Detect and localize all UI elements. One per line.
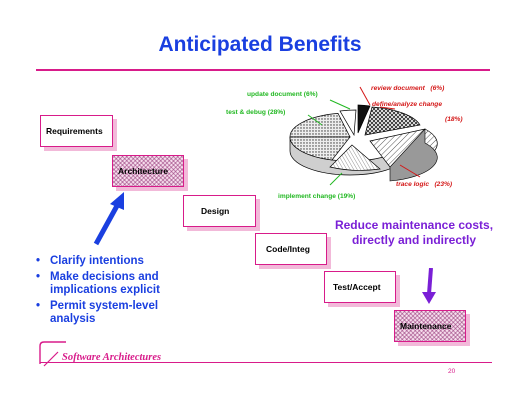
pie-label-implement-change: implement change (19%) — [278, 193, 356, 200]
step-maintenance: Maintenance — [394, 310, 466, 342]
leader-update — [329, 99, 351, 110]
pie-label-review-document: review document (6%) — [371, 85, 445, 92]
logo-icon — [39, 341, 66, 367]
pie-label-update-document: update document (6%) — [247, 91, 318, 98]
step-code-integ: Code/Integ — [255, 233, 327, 265]
purple-arrow-icon — [422, 268, 436, 304]
pie-chart — [289, 86, 438, 186]
bullet-item: • Permit system-level analysis — [36, 300, 159, 325]
pie-label-test-debug: test & debug (28%) — [226, 109, 286, 116]
step-architecture: Architecture — [112, 155, 184, 187]
leader-implement — [329, 172, 343, 186]
title-rule — [36, 69, 490, 71]
footer-rule — [40, 362, 492, 363]
blue-arrow-icon — [93, 192, 124, 246]
slice-update-document — [339, 109, 357, 137]
slice-test-debug — [289, 113, 351, 138]
pie-label-trace-logic: trace logic (23%) — [396, 181, 453, 188]
page-number: 20 — [448, 368, 456, 375]
bullet-dot: • — [36, 255, 41, 267]
leader-trace — [399, 164, 421, 178]
benefits-list: • Clarify intentions • Make decisions an… — [36, 255, 210, 329]
footer-logo-text: Software Architectures — [62, 352, 162, 363]
pie-label-define-analyze: define/analyze change — [372, 101, 442, 108]
step-requirements: Requirements — [40, 115, 113, 147]
slice-define-analyze — [364, 106, 421, 136]
bullet-dot: • — [36, 300, 41, 312]
leader-define — [379, 106, 396, 110]
slice-implement-change — [329, 144, 381, 171]
pie-label-define-analyze-pct: (18%) — [445, 116, 463, 123]
slice-trace-logic-side — [389, 128, 438, 182]
slice-test-debug-lower — [289, 136, 351, 161]
slice-review-document — [357, 104, 371, 134]
step-test-accept: Test/Accept — [324, 271, 396, 303]
bullet-item: • Clarify intentions — [36, 255, 144, 267]
bullet-item: • Make decisions and implications explic… — [36, 271, 160, 296]
maintenance-callout: Reduce maintenance costs, directly and i… — [334, 218, 494, 247]
bullet-dot: • — [36, 271, 41, 283]
step-design: Design — [183, 195, 256, 227]
leader-review — [359, 86, 371, 106]
leader-test — [307, 114, 323, 126]
slide-title: Anticipated Benefits — [158, 33, 362, 56]
